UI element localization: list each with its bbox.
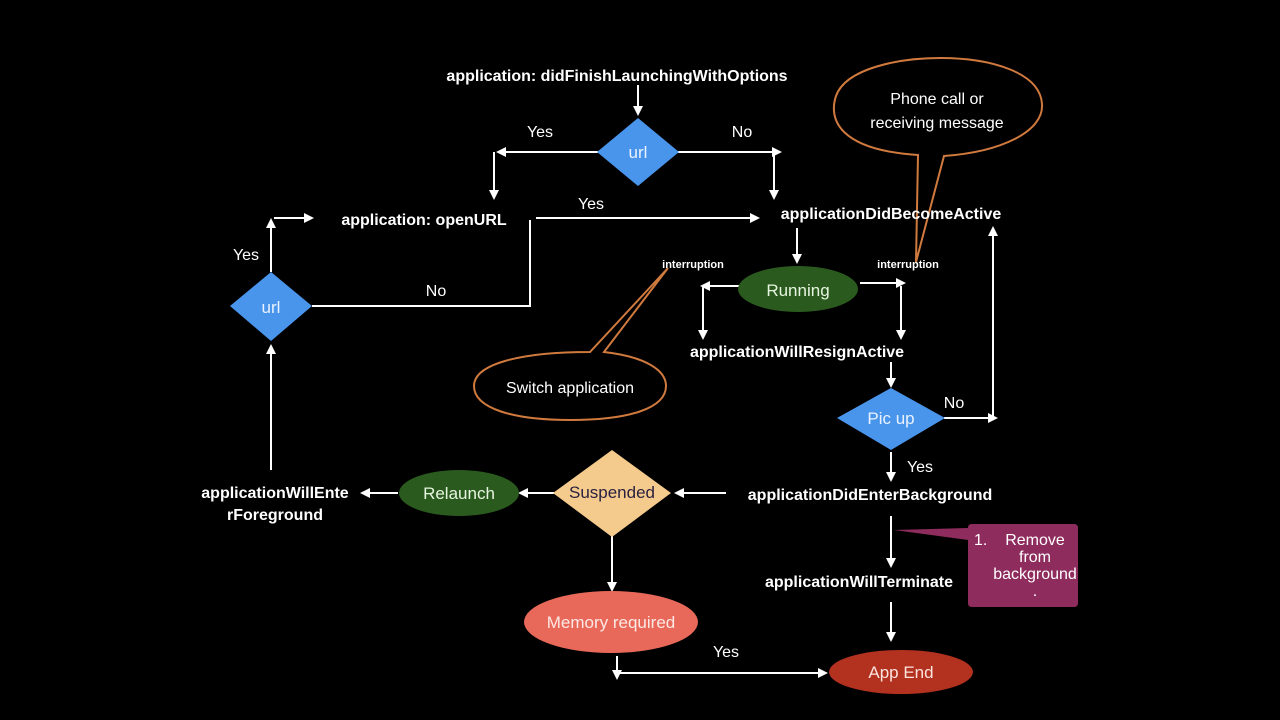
decision-url-top-label: url <box>629 143 648 162</box>
note-line-4: . <box>1033 583 1037 600</box>
node-did-finish-launching: application: didFinishLaunchingWithOptio… <box>446 68 787 85</box>
note-box <box>894 524 1078 607</box>
app-end-label: App End <box>868 663 933 682</box>
pic-up-label: Pic up <box>867 409 914 428</box>
suspended-label: Suspended <box>569 483 655 502</box>
edge-label-pic-up-no: No <box>944 395 965 412</box>
edge-label-url-left-no: No <box>426 283 447 300</box>
memory-required-label: Memory required <box>547 613 676 632</box>
phone-call-bubble <box>832 56 1044 263</box>
decision-url-top: url <box>597 118 679 186</box>
running-ellipse <box>738 266 858 312</box>
node-did-become-active: applicationDidBecomeActive <box>781 206 1002 223</box>
edge-label-pic-up-yes: Yes <box>907 459 933 476</box>
edge-label-interruption-right: interruption <box>877 259 939 271</box>
decision-url-left-label: url <box>262 298 281 317</box>
node-will-resign-active: applicationWillResignActive <box>690 344 904 361</box>
node-will-terminate: applicationWillTerminate <box>765 574 953 591</box>
edge-label-open-url-yes: Yes <box>578 196 604 213</box>
suspended-diamond <box>553 450 671 537</box>
decision-pic-up: Pic up <box>837 388 945 450</box>
decision-url-left: url <box>230 272 312 341</box>
switch-app-bubble <box>472 267 669 422</box>
phone-call-text-2: receiving message <box>870 115 1004 132</box>
switch-app-text: Switch application <box>506 380 634 397</box>
relaunch-label: Relaunch <box>423 484 495 503</box>
callout-phone-call: Phone call or receiving message <box>832 56 1044 263</box>
node-did-enter-background: applicationDidEnterBackground <box>748 487 992 504</box>
note-number: 1. <box>974 532 987 549</box>
decision-diamond <box>837 388 945 450</box>
decision-diamond <box>597 118 679 186</box>
node-open-url: application: openURL <box>341 212 507 229</box>
note-line-2: from <box>1019 549 1051 566</box>
edge-label-url-left-yes: Yes <box>233 247 259 264</box>
note-line-3: background <box>993 566 1077 583</box>
state-memory-required: Memory required <box>524 591 698 653</box>
callout-switch-app: Switch application <box>472 267 669 422</box>
note-remove-from-background: 1. Remove from background . <box>894 524 1078 607</box>
edge-label-memory-yes: Yes <box>713 644 739 661</box>
decision-diamond <box>230 272 312 341</box>
edge-label-interruption-left: interruption <box>662 259 724 271</box>
node-will-enter-foreground-1: applicationWillEnte <box>201 485 349 502</box>
edge-label-url-top-yes: Yes <box>527 124 553 141</box>
edge-label-url-top-no: No <box>732 124 753 141</box>
state-relaunch: Relaunch <box>399 470 519 516</box>
note-line-1: Remove <box>1005 532 1065 549</box>
relaunch-ellipse <box>399 470 519 516</box>
app-end-ellipse <box>829 650 973 694</box>
state-app-end: App End <box>829 650 973 694</box>
phone-call-text-1: Phone call or <box>890 91 984 108</box>
state-running: Running <box>738 266 858 312</box>
node-will-enter-foreground-2: rForeground <box>227 507 323 524</box>
connectors <box>266 85 998 680</box>
state-suspended: Suspended <box>553 450 671 537</box>
memory-required-ellipse <box>524 591 698 653</box>
running-label: Running <box>766 281 829 300</box>
edge-url-left-no <box>312 220 531 307</box>
